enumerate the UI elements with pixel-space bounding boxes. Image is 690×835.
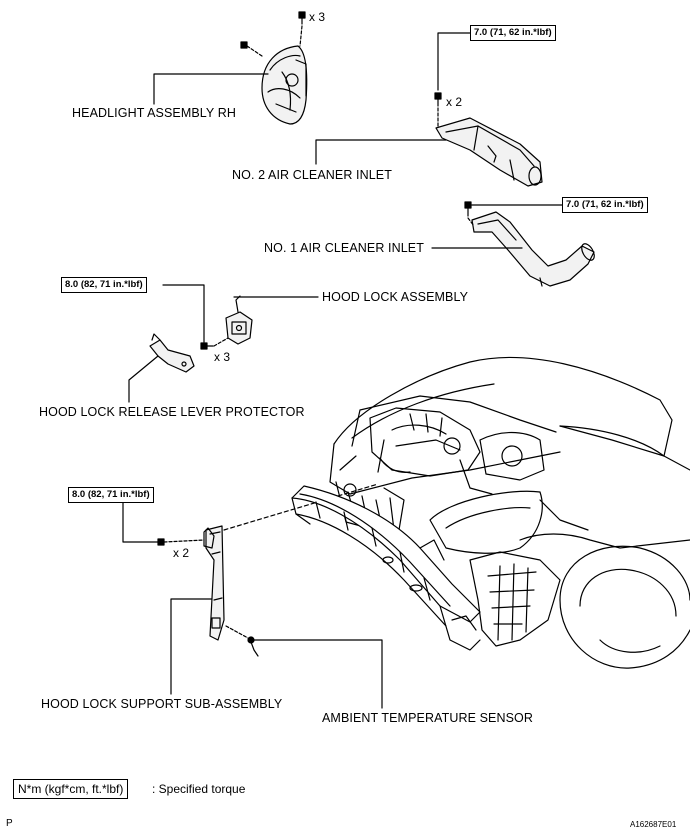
- air-cleaner-inlet-1-label: NO. 1 AIR CLEANER INLET: [264, 241, 424, 255]
- air-cleaner-inlet-2-leader: [315, 139, 447, 165]
- hood-lock-support-torque-leader: [122, 497, 159, 543]
- legend-unit-box: N*m (kgf*cm, ft.*lbf): [13, 779, 129, 799]
- figure-code: A162687E01: [630, 820, 677, 829]
- air-cleaner-inlet-2-part: [435, 117, 543, 187]
- ambient-sensor-dashed: [225, 625, 249, 639]
- hood-lock-support-torque: 8.0 (82, 71 in.*lbf): [68, 487, 154, 503]
- hood-lock-support-bolt: [157, 538, 205, 546]
- hood-lock-assembly-part: [225, 295, 253, 345]
- hood-lock-support-label: HOOD LOCK SUPPORT SUB-ASSEMBLY: [41, 697, 283, 711]
- air-cleaner-inlet-1-torque: 7.0 (71, 62 in.*lbf): [562, 197, 648, 213]
- headlight-label: HEADLIGHT ASSEMBLY RH: [72, 106, 236, 120]
- page-letter: P: [6, 818, 13, 829]
- headlight-bolt-top: [298, 11, 306, 47]
- hood-lock-label: HOOD LOCK ASSEMBLY: [322, 290, 469, 304]
- legend-description: : Specified torque: [152, 782, 246, 796]
- vehicle-front-end: [291, 356, 690, 669]
- hood-lock-bolt: [200, 337, 229, 350]
- hood-lock-support-part: [203, 525, 225, 641]
- hood-lock-bolt-qty: x 3: [214, 350, 231, 364]
- air-cleaner-inlet-1-part: [471, 211, 595, 287]
- hood-lock-support-leader: [170, 598, 213, 695]
- headlight-assembly-part: [261, 45, 308, 125]
- hood-lock-torque: 8.0 (82, 71 in.*lbf): [61, 277, 147, 293]
- air-cleaner-inlet-2-bolt-qty: x 2: [446, 95, 463, 109]
- release-lever-protector-leader: [128, 355, 159, 403]
- hood-lock-torque-leader: [162, 284, 205, 343]
- ambient-sensor-leader: [253, 639, 383, 709]
- release-lever-protector-label: HOOD LOCK RELEASE LEVER PROTECTOR: [39, 405, 305, 419]
- air-cleaner-inlet-2-torque-leader: [437, 32, 471, 91]
- hood-lock-support-bolt-qty: x 2: [173, 546, 190, 560]
- support-to-vehicle-dashed: [223, 483, 379, 531]
- release-lever-protector-part: [149, 333, 195, 373]
- ambient-sensor-label: AMBIENT TEMPERATURE SENSOR: [322, 711, 533, 725]
- headlight-bolt-left: [240, 41, 263, 57]
- air-cleaner-inlet-1-bolt: [464, 201, 475, 227]
- headlight-leader: [153, 73, 269, 105]
- headlight-bolt-qty: x 3: [309, 10, 326, 24]
- air-cleaner-inlet-2-label: NO. 2 AIR CLEANER INLET: [232, 168, 392, 182]
- air-cleaner-inlet-2-torque: 7.0 (71, 62 in.*lbf): [470, 25, 556, 41]
- air-cleaner-inlet-2-bolt: [434, 92, 442, 129]
